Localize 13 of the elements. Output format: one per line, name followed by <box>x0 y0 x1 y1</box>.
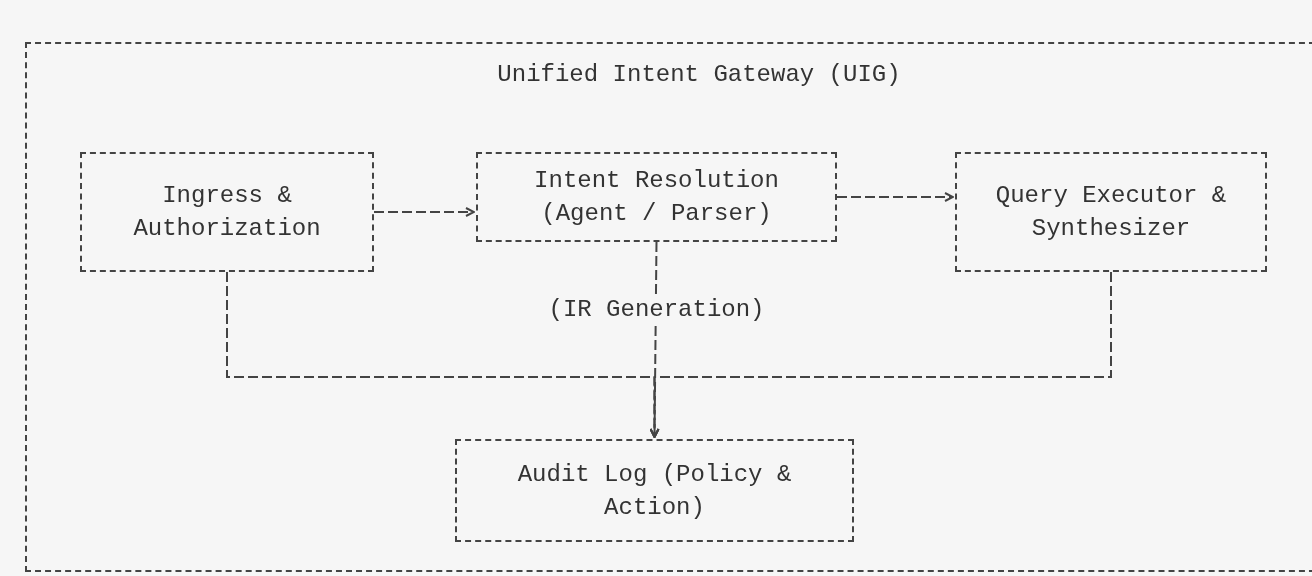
component-box <box>80 152 374 272</box>
component-box <box>455 439 854 542</box>
component-label: Intent Resolution (Agent / Parser) <box>533 166 780 229</box>
arrow <box>649 271 1112 438</box>
component-label: Audit Log (Policy & Action) <box>516 459 793 523</box>
component-label: Ingress & Authorization <box>132 181 322 244</box>
arrow <box>373 207 475 217</box>
component-box <box>955 152 1267 272</box>
frame-title: Unified Intent Gateway (UIG) <box>496 60 902 90</box>
component-label: Query Executor & Synthesizer <box>994 181 1228 244</box>
gateway-frame <box>25 42 1312 572</box>
component-box <box>476 152 837 242</box>
arrow <box>836 192 954 202</box>
